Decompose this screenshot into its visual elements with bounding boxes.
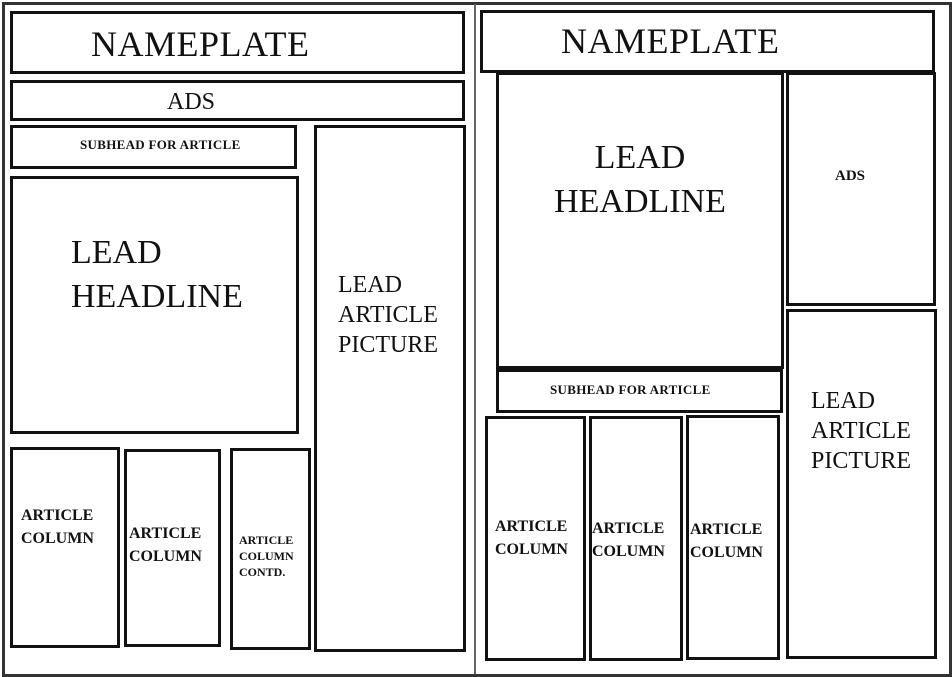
left-article-column-2-label: ARTICLE COLUMN — [129, 525, 202, 566]
left-lead-picture-box: LEAD ARTICLE PICTURE — [314, 125, 466, 652]
right-lead-picture-label: LEAD ARTICLE PICTURE — [811, 388, 912, 474]
right-lead-headline-label: LEAD HEADLINE — [554, 139, 726, 221]
right-ads-box: ADS — [786, 72, 936, 306]
right-article-column-1-label: ARTICLE COLUMN — [495, 518, 568, 559]
left-lead-headline-box: LEAD HEADLINE — [10, 176, 299, 434]
right-article-column-3: ARTICLE COLUMN — [686, 415, 780, 660]
left-nameplate-box: NAMEPLATE — [10, 11, 465, 74]
left-nameplate-label: NAMEPLATE — [91, 24, 310, 64]
left-article-column-2: ARTICLE COLUMN — [124, 449, 221, 647]
right-article-column-3-label: ARTICLE COLUMN — [690, 521, 763, 562]
right-nameplate-box: NAMEPLATE — [480, 10, 935, 73]
left-ads-label: ADS — [167, 89, 216, 115]
right-article-column-1: ARTICLE COLUMN — [485, 416, 586, 661]
right-nameplate-label: NAMEPLATE — [561, 21, 780, 61]
left-article-column-1-label: ARTICLE COLUMN — [21, 507, 94, 548]
left-subhead-label: SUBHEAD FOR ARTICLE — [80, 137, 241, 152]
right-ads-label: ADS — [835, 168, 866, 184]
right-subhead-label: SUBHEAD FOR ARTICLE — [550, 382, 711, 397]
right-lead-headline-box: LEAD HEADLINE — [496, 72, 784, 369]
right-subhead-box: SUBHEAD FOR ARTICLE — [496, 369, 783, 413]
left-lead-headline-label: LEAD HEADLINE — [71, 234, 243, 316]
left-subhead-box: SUBHEAD FOR ARTICLE — [10, 125, 297, 169]
center-divider — [474, 4, 476, 674]
left-lead-picture-label: LEAD ARTICLE PICTURE — [338, 272, 439, 358]
right-lead-picture-box: LEAD ARTICLE PICTURE — [786, 309, 937, 659]
left-article-column-contd-label: ARTICLE COLUMN CONTD. — [239, 533, 294, 580]
left-article-column-contd: ARTICLE COLUMN CONTD. — [230, 448, 311, 650]
right-article-column-2-label: ARTICLE COLUMN — [592, 520, 665, 561]
left-ads-box: ADS — [10, 80, 465, 121]
left-article-column-1: ARTICLE COLUMN — [10, 447, 120, 648]
right-article-column-2: ARTICLE COLUMN — [589, 416, 683, 661]
